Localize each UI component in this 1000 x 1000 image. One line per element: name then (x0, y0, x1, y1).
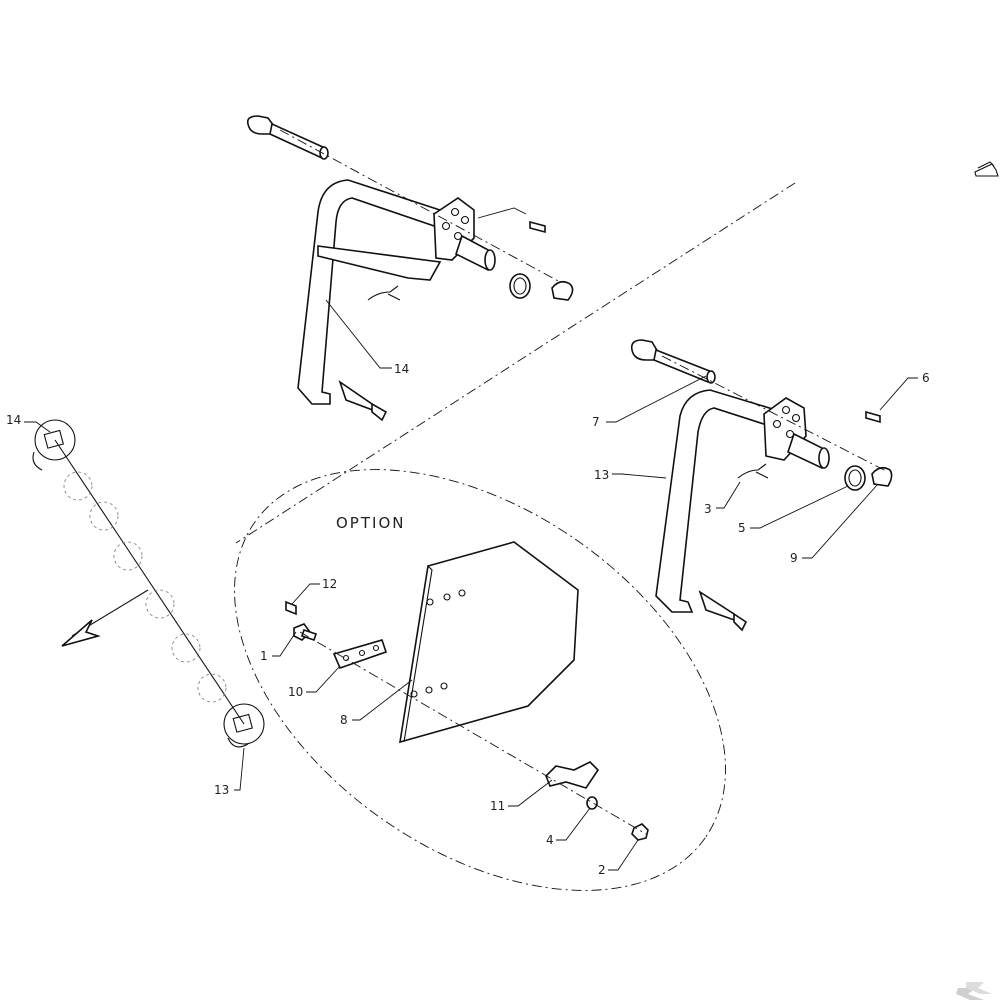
callout-8: 8 (340, 713, 348, 727)
top-pin (246, 115, 329, 160)
spacer (285, 600, 297, 616)
top-lynch-pin (367, 285, 401, 301)
callout-12: 12 (322, 577, 337, 591)
small-washer (586, 796, 598, 810)
brand-k-logo-icon (956, 982, 992, 1000)
right-bushing (865, 410, 881, 424)
callout-5: 5 (738, 521, 746, 535)
right-mounting-bracket-assembly (630, 339, 893, 632)
top-washer (509, 273, 531, 299)
travel-direction-arrow-icon (61, 589, 149, 647)
callout-10: 10 (288, 685, 303, 699)
right-pin (630, 339, 716, 384)
callout-7: 7 (592, 415, 600, 429)
option-label: OPTION (336, 514, 405, 532)
top-tube-frame (297, 179, 448, 405)
separator-line (235, 182, 796, 544)
top-view-schematic (32, 419, 265, 748)
top-gusset-plate (317, 245, 442, 281)
deflector-plate (399, 541, 579, 744)
callout-14-left: 14 (6, 413, 21, 427)
top-clip (551, 280, 574, 301)
callout-13-left: 13 (214, 783, 229, 797)
top-mounting-bracket-assembly: 14 (246, 115, 574, 422)
callout-1: 1 (260, 649, 268, 663)
callout-6: 6 (922, 371, 930, 385)
right-lynch-pin (737, 463, 769, 479)
callout-3: 3 (704, 502, 712, 516)
callout-13: 13 (594, 468, 609, 482)
callout-11: 11 (490, 799, 505, 813)
right-tube-frame (655, 389, 778, 613)
option-deflector-assembly (285, 541, 649, 841)
callout-9: 9 (790, 551, 798, 565)
callout-2: 2 (598, 863, 606, 877)
option-boundary (234, 469, 726, 891)
view-direction-arrow-icon (974, 161, 999, 177)
callout-14-top: 14 (394, 362, 409, 376)
nut (631, 823, 649, 841)
right-clip (871, 466, 893, 487)
right-washer (844, 465, 866, 491)
mounting-bracket (545, 761, 600, 789)
top-bushing (529, 220, 546, 234)
callout-4: 4 (546, 833, 554, 847)
